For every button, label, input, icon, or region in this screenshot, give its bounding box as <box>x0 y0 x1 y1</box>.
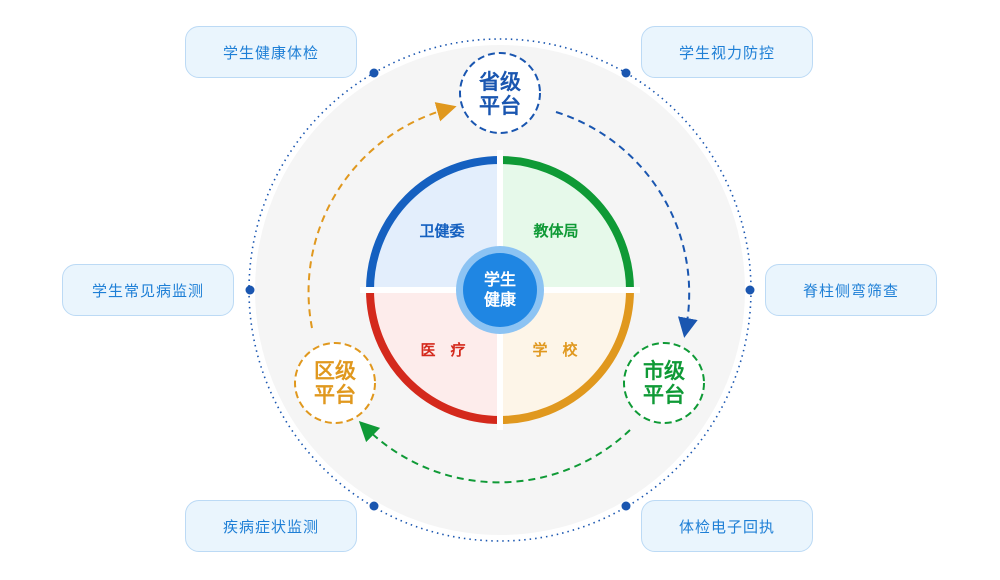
function-box-health-exam: 学生健康体检 <box>185 26 357 78</box>
ring-dots <box>245 68 755 511</box>
quadrant-yl: 医 疗 <box>420 341 466 359</box>
platform-city: 市级 平台 <box>624 359 704 407</box>
platform-district-line1: 区级 <box>314 359 356 383</box>
platform-province-line1: 省级 <box>479 70 521 94</box>
function-box-vision: 学生视力防控 <box>641 26 813 78</box>
platform-district-line2: 平台 <box>314 383 356 407</box>
quadrant-fill-yl <box>370 290 500 420</box>
function-box-receipt: 体检电子回执 <box>641 500 813 552</box>
flow-arrow-city-to-district <box>358 421 631 484</box>
function-box-symptom: 疾病症状监测 <box>185 500 357 552</box>
platform-district: 区级 平台 <box>295 359 375 407</box>
center-line1: 学生 <box>483 270 516 289</box>
quadrant-xx: 学 校 <box>532 341 578 359</box>
flow-arrow-district-to-province <box>307 102 457 329</box>
quadrant-jtj: 教体局 <box>533 222 579 240</box>
center-line2: 健康 <box>483 290 516 309</box>
flow-arrow-province-to-city <box>555 111 698 338</box>
quadrant-wjw: 卫健委 <box>419 222 465 240</box>
quadrant-fill-jtj <box>500 160 630 290</box>
platform-city-line2: 平台 <box>643 383 685 407</box>
quadrant-fill-wjw <box>370 160 500 290</box>
center-label: 学生 健康 <box>460 270 540 310</box>
quadrant-fill-xx <box>500 290 630 420</box>
platform-province-line2: 平台 <box>479 94 521 118</box>
platform-province: 省级 平台 <box>460 70 540 118</box>
function-box-common-disease: 学生常见病监测 <box>62 264 234 316</box>
center-circle <box>463 253 537 327</box>
platform-city-line1: 市级 <box>643 359 685 383</box>
function-box-scoliosis: 脊柱侧弯筛查 <box>765 264 937 316</box>
